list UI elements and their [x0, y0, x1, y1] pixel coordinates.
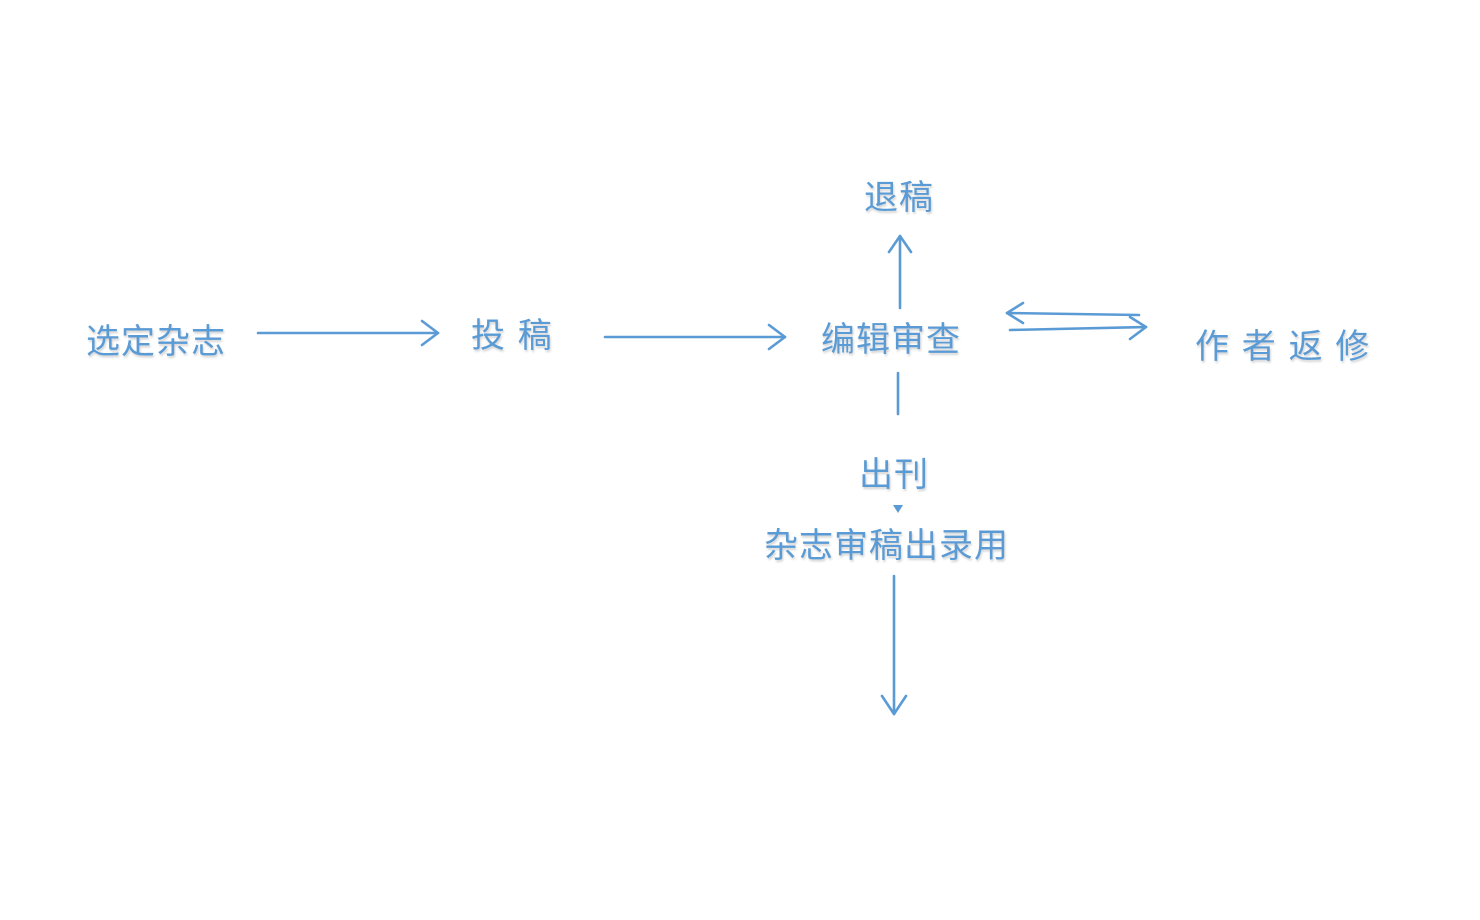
arrow-accept-down: [880, 574, 908, 716]
arrow-submit-to-review: [603, 323, 787, 351]
node-publish: 出刊: [859, 455, 929, 495]
node-submit: 投 稿: [471, 316, 553, 356]
arrow-review-author-bidirectional: [1005, 301, 1148, 341]
node-author-revise: 作 者 返 修: [1195, 327, 1371, 367]
node-editor-review: 编辑审查: [821, 320, 961, 360]
arrow-publish-to-accept: [893, 505, 903, 513]
node-reject: 退稿: [864, 178, 934, 218]
arrow-review-to-reject: [887, 234, 913, 310]
node-select-journal: 选定杂志: [86, 322, 226, 362]
arrow-select-to-submit: [256, 319, 440, 347]
node-review-accept: 杂志审稿出录用: [764, 526, 1009, 566]
